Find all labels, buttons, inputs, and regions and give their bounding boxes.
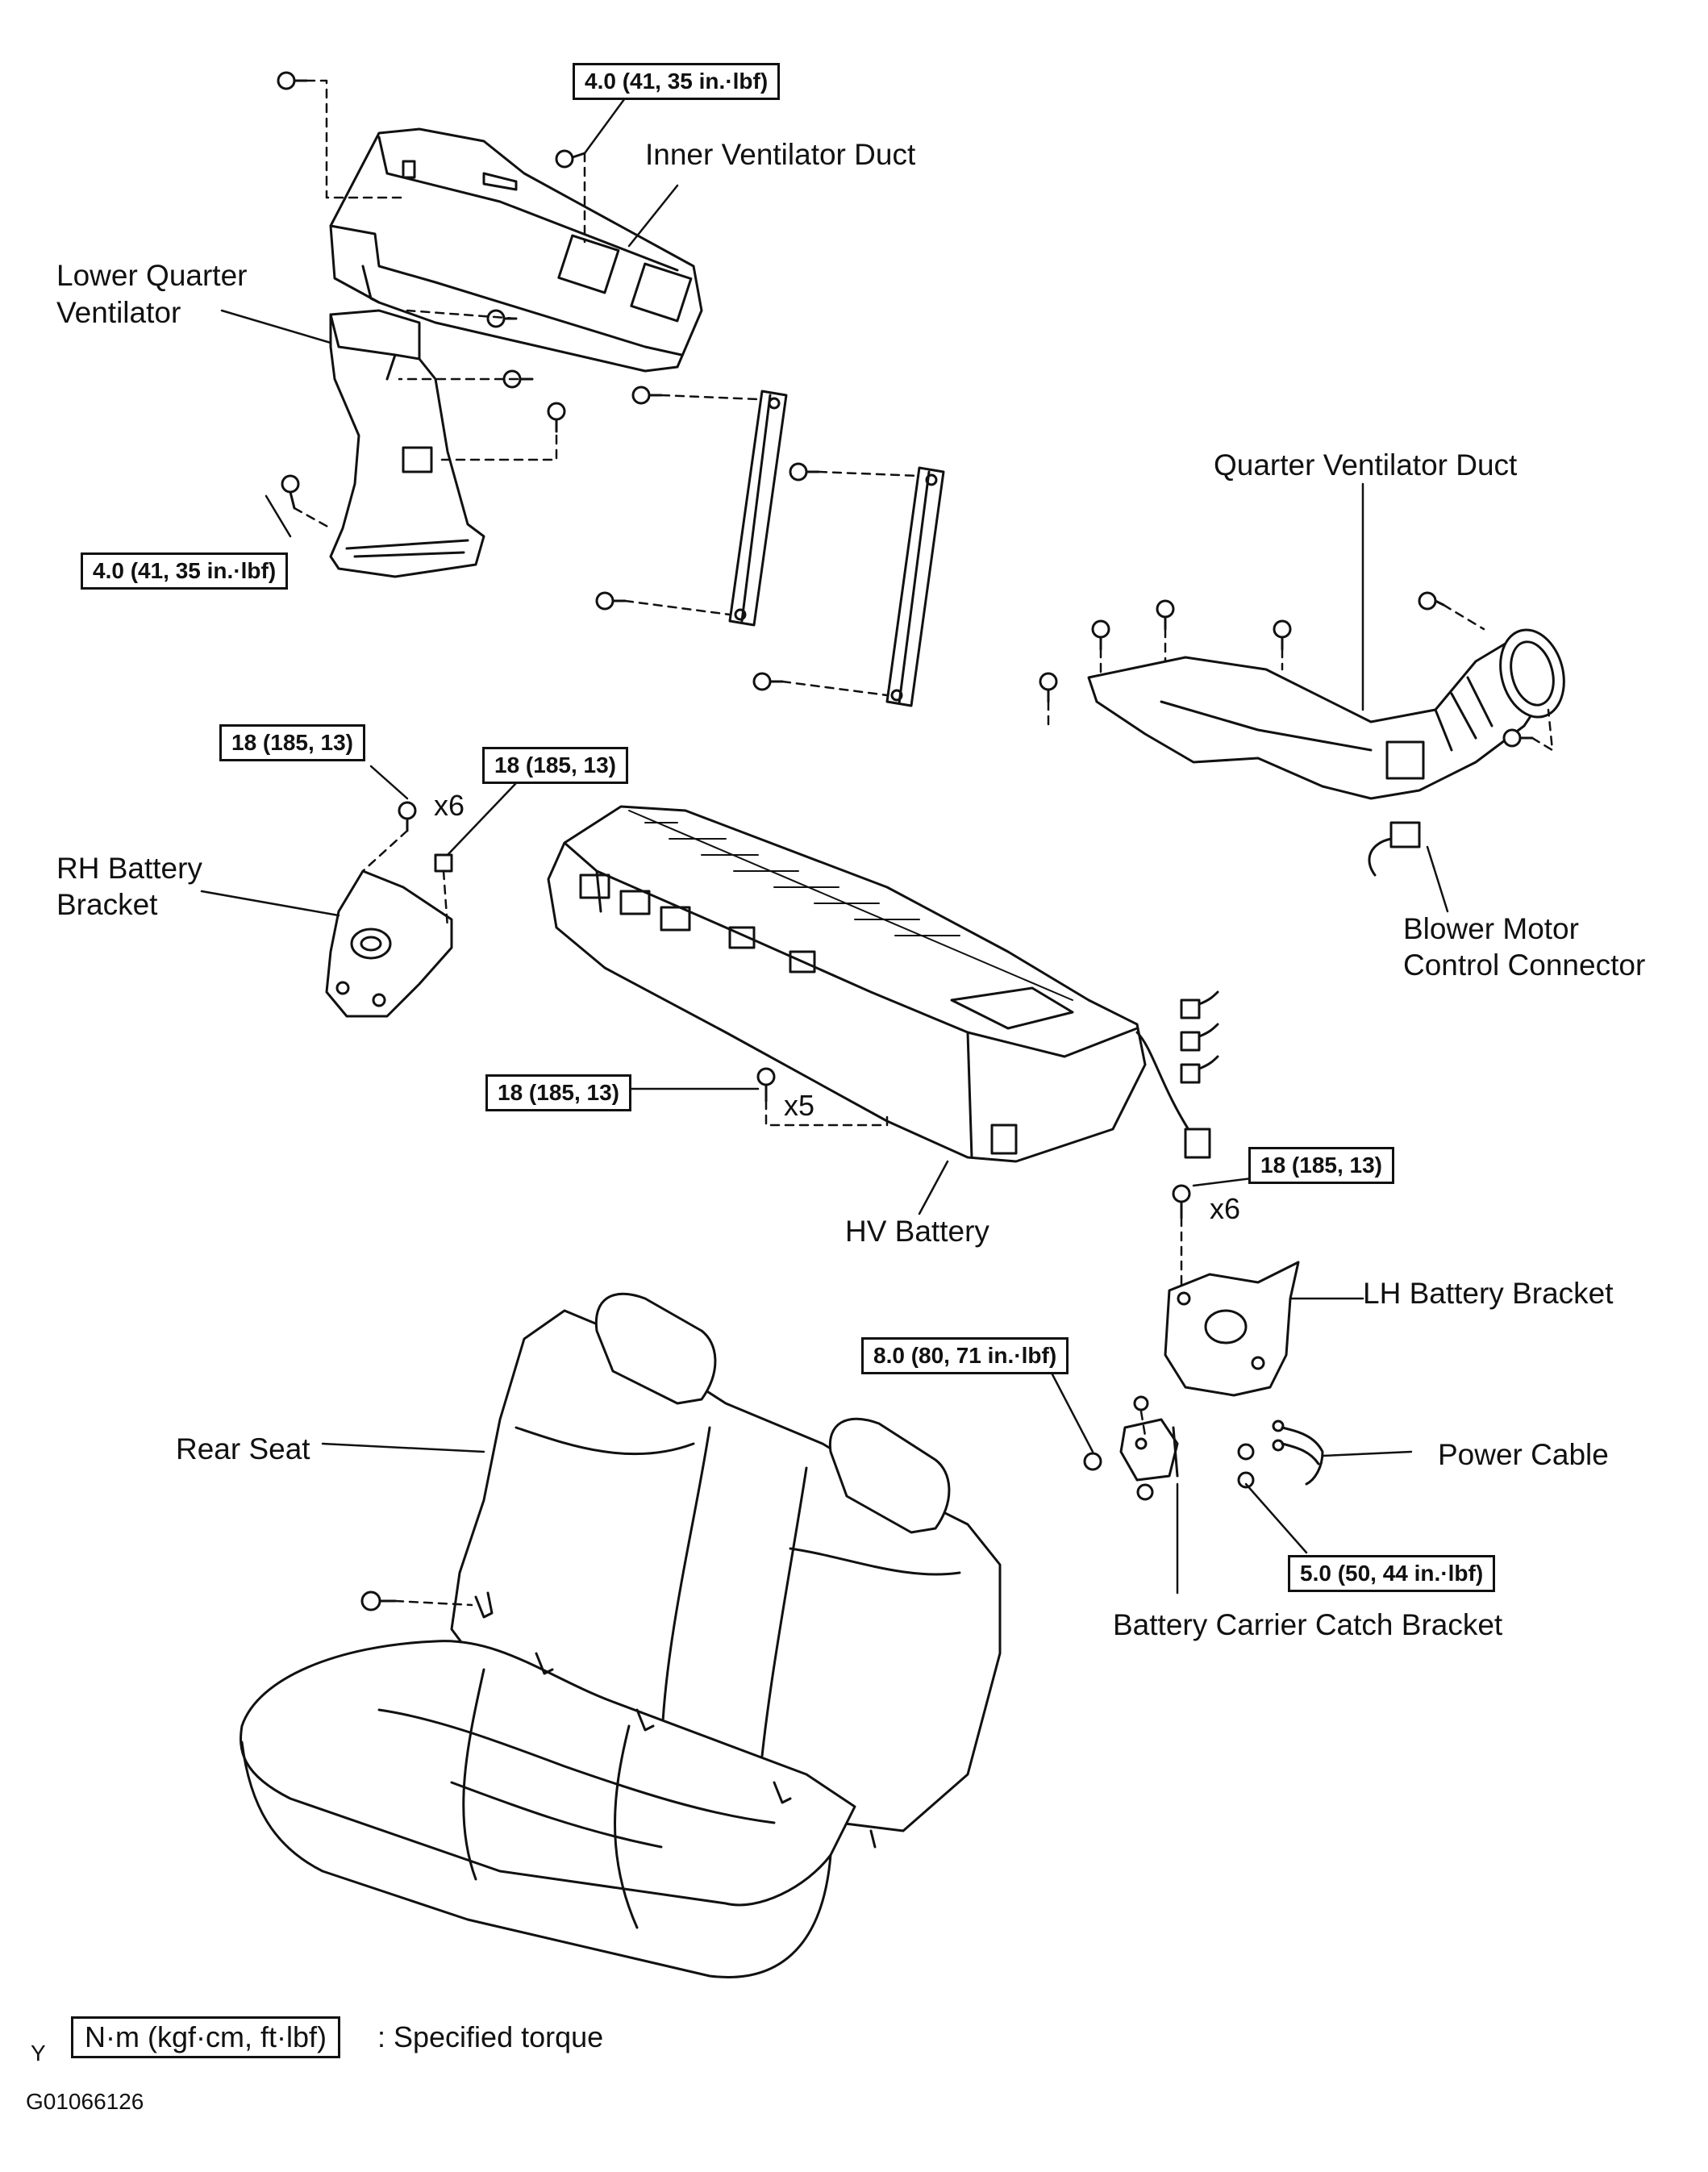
- bolt-icon: [281, 474, 300, 510]
- legend-torque-box: N·m (kgf·cm, ft·lbf): [71, 2016, 340, 2058]
- quarter-ventilator-duct-drawing: [1087, 628, 1565, 800]
- bolt-icon: [277, 71, 308, 90]
- battery-carrier-catch-bracket-label: Battery Carrier Catch Bracket: [1113, 1608, 1503, 1641]
- figure-code: G01066126: [26, 2089, 144, 2114]
- power-cable-label: Power Cable: [1438, 1438, 1609, 1471]
- quantity-hv-bolts: x5: [784, 1089, 815, 1122]
- bolt-icon: [631, 386, 663, 405]
- bolt-icon: [486, 309, 518, 328]
- bolt-icon: [1237, 1443, 1255, 1461]
- power-cable-drawing: [1272, 1420, 1324, 1486]
- bolt-icon: [1502, 728, 1534, 748]
- bolt-icon: [1273, 619, 1292, 651]
- bolt-icon: [555, 149, 586, 169]
- legend-torque-text: : Specified torque: [377, 2020, 604, 2053]
- blower-motor-label-line1: Blower Motor: [1403, 912, 1579, 945]
- bolt-icon: [1237, 1471, 1255, 1489]
- rh-battery-bracket-label-line2: Bracket: [56, 888, 158, 921]
- torque-spec-hv-battery: 18 (185, 13): [485, 1074, 631, 1111]
- bolt-icon: [398, 801, 417, 832]
- bolt-icon: [752, 672, 784, 691]
- bolt-icon: [1156, 599, 1175, 631]
- figure-marker: Y: [31, 2041, 46, 2066]
- torque-spec-lower-quarter: 4.0 (41, 35 in.·lbf): [81, 552, 289, 590]
- bolt-icon: [789, 462, 820, 482]
- inner-ventilator-duct-drawing: [329, 127, 703, 373]
- hv-battery-label: HV Battery: [845, 1215, 989, 1248]
- rear-seat-drawing: [240, 1292, 1002, 1978]
- bolt-icon: [595, 591, 627, 611]
- quarter-ventilator-duct-label: Quarter Ventilator Duct: [1214, 448, 1518, 482]
- lower-quarter-ventilator-label-line1: Lower Quarter: [56, 259, 248, 292]
- torque-spec-rh-bracket-bolt: 18 (185, 13): [219, 724, 365, 761]
- torque-spec-rh-bracket-nut: 18 (185, 13): [482, 747, 628, 784]
- dashed-guides: [293, 79, 1554, 1607]
- hv-battery-drawing: [547, 805, 1211, 1163]
- bolt-icon: [1083, 1452, 1102, 1471]
- connectors-drawing: [1180, 990, 1219, 1084]
- bolt-icon: [1133, 1395, 1149, 1411]
- lh-battery-bracket-label: LH Battery Bracket: [1363, 1277, 1614, 1310]
- quantity-lh-bolts: x6: [1210, 1192, 1241, 1225]
- quantity-rh-bolts: x6: [434, 789, 465, 822]
- lh-battery-bracket-drawing: [1164, 1261, 1300, 1397]
- blower-connector-drawing: [1368, 821, 1421, 877]
- bolt-icon: [756, 1067, 776, 1103]
- torque-spec-power-cable: 5.0 (50, 44 in.·lbf): [1288, 1555, 1496, 1592]
- lower-quarter-ventilator-drawing: [329, 309, 485, 578]
- bolt-icon: [360, 1590, 397, 1611]
- bolt-icon: [434, 853, 453, 873]
- bolt-icon: [1418, 591, 1445, 611]
- bolt-icon: [547, 402, 566, 433]
- vertical-brackets-drawing: [728, 390, 945, 707]
- torque-spec-catch-bracket: 8.0 (80, 71 in.·lbf): [861, 1337, 1069, 1374]
- bolt-icon: [1039, 672, 1058, 703]
- bolt-icon: [1172, 1184, 1191, 1219]
- blower-motor-label-line2: Control Connector: [1403, 948, 1646, 982]
- rh-battery-bracket-drawing: [325, 869, 453, 1018]
- rh-battery-bracket-label-line1: RH Battery: [56, 852, 202, 885]
- torque-spec-inner-duct: 4.0 (41, 35 in.·lbf): [573, 63, 781, 100]
- inner-ventilator-duct-label: Inner Ventilator Duct: [645, 138, 916, 171]
- lower-quarter-ventilator-label-line2: Ventilator: [56, 296, 181, 329]
- bolts: [277, 71, 1534, 1611]
- catch-bracket-drawing: [1119, 1418, 1179, 1482]
- bolt-icon: [1091, 619, 1110, 651]
- torque-spec-lh-bracket: 18 (185, 13): [1248, 1147, 1394, 1184]
- bolt-icon: [1136, 1483, 1154, 1501]
- rear-seat-label: Rear Seat: [176, 1432, 310, 1465]
